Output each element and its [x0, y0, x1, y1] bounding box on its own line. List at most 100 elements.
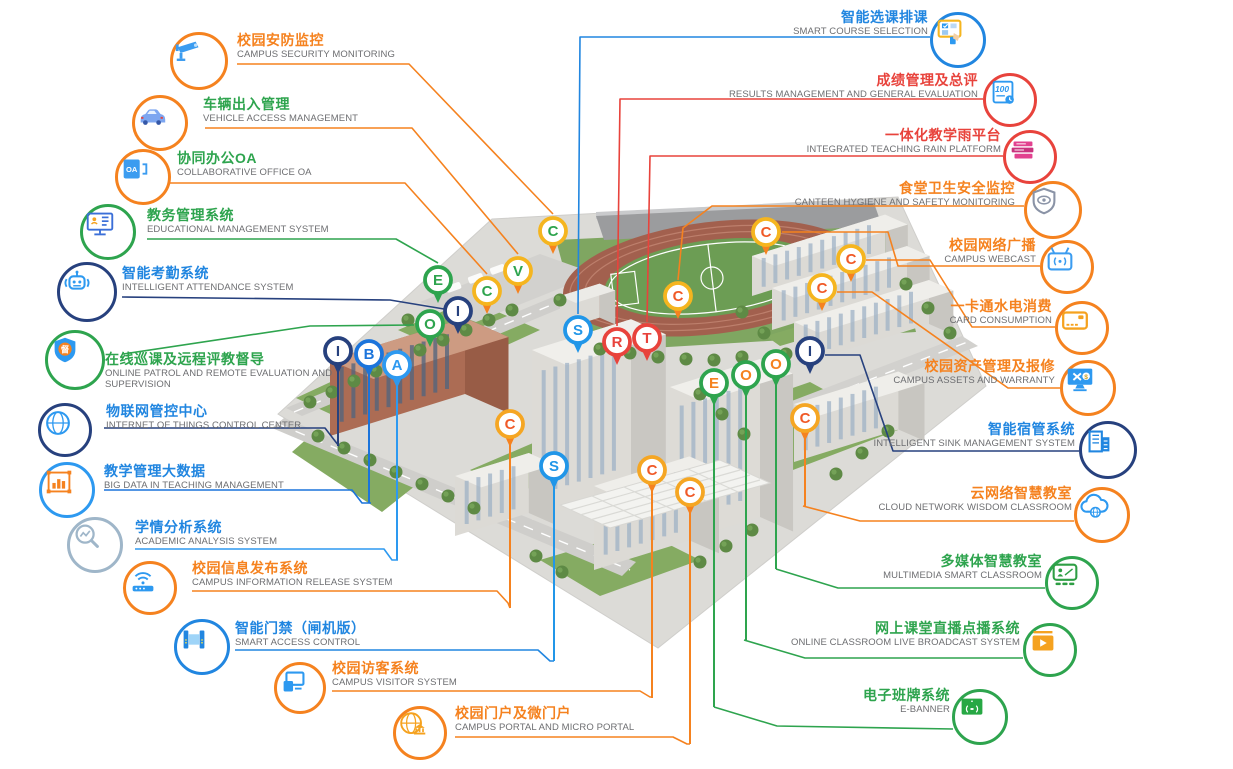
map-pin-academic-analysis: A [382, 350, 412, 560]
map-pin-cloud-classroom: C [790, 403, 820, 506]
parked-cars [445, 264, 506, 293]
pin-letter-canteen-hygiene: C [673, 288, 684, 305]
callout-subtitle-info-release: CAMPUS INFORMATION RELEASE SYSTEM [192, 576, 393, 588]
map-pin-canteen-hygiene: C [663, 281, 693, 319]
callout-title-academic-analysis: 学情分析系统 [135, 519, 222, 535]
callout-circle-campus-webcast [1040, 240, 1094, 294]
callout-title-canteen-hygiene: 食堂卫生安全监控 [899, 180, 1015, 196]
connector-results-management [616, 98, 983, 327]
map-pin-teaching-rain: T [632, 323, 662, 361]
callout-circle-intelligent-attendance [57, 262, 117, 322]
map-pin-big-data: B [354, 339, 384, 503]
connector-campus-webcast [782, 231, 1040, 267]
map-pin-card-consumption: C [836, 244, 866, 282]
callout-circle-smart-access [174, 619, 230, 675]
map-pin-campus-portal: C [675, 477, 705, 744]
connector-smart-access [235, 649, 554, 662]
pin-letter-e-banner: E [709, 375, 719, 392]
callout-subtitle-online-patrol: ONLINE PATROL AND REMOTE EVALUATION AND … [105, 367, 333, 390]
callout-title-campus-webcast: 校园网络广播 [949, 237, 1036, 253]
callout-circle-campus-portal [393, 706, 447, 760]
callout-circle-academic-analysis [67, 517, 123, 573]
pin-letter-cloud-classroom: C [800, 410, 811, 427]
pin-letter-online-patrol: O [424, 316, 436, 333]
callout-subtitle-intelligent-sink: INTELLIGENT SINK MANAGEMENT SYSTEM [873, 437, 1075, 449]
callout-subtitle-cloud-classroom: CLOUD NETWORK WISDOM CLASSROOM [878, 501, 1072, 513]
pin-letter-intelligent-attendance: I [456, 303, 460, 320]
callout-title-teaching-rain: 一体化教学雨平台 [885, 127, 1001, 143]
pin-letter-info-release: C [505, 416, 516, 433]
callout-title-educational-management: 教务管理系统 [147, 207, 234, 223]
map-pin-intelligent-attendance: I [443, 296, 473, 334]
callout-title-campus-visitor: 校园访客系统 [332, 660, 419, 676]
callout-circle-vehicle-access [132, 95, 188, 151]
pin-letter-smart-access: S [549, 458, 559, 475]
callout-title-intelligent-sink: 智能宿管系统 [988, 421, 1075, 437]
callout-circle-intelligent-sink [1079, 421, 1137, 479]
connector-teaching-rain [646, 155, 1003, 323]
callout-subtitle-smart-access: SMART ACCESS CONTROL [235, 636, 361, 648]
callout-subtitle-collaborative-oa: COLLABORATIVE OFFICE OA [177, 166, 312, 178]
pin-letter-multimedia-classroom: O [770, 356, 782, 373]
connector-card-consumption [866, 259, 1055, 328]
connector-educational-management [147, 238, 439, 264]
map-pin-online-broadcast: O [731, 360, 761, 640]
svg-text:100: 100 [995, 84, 1009, 94]
callout-title-iot-control: 物联网管控中心 [106, 403, 208, 419]
map-pin-campus-security: C [538, 216, 568, 254]
callout-title-multimedia-classroom: 多媒体智慧教室 [940, 553, 1042, 569]
callout-title-campus-portal: 校园门户及微门户 [455, 705, 571, 721]
pin-letter-educational-management: E [433, 272, 443, 289]
callout-title-smart-access: 智能门禁（闸机版） [235, 620, 366, 636]
pin-letter-campus-security: C [548, 223, 559, 240]
callout-circle-teaching-rain [1003, 130, 1057, 184]
callout-subtitle-intelligent-attendance: INTELLIGENT ATTENDANCE SYSTEM [122, 281, 294, 293]
callout-title-online-patrol: 在线巡课及远程评教督导 [105, 351, 265, 367]
callout-circle-info-release [123, 561, 177, 615]
pin-letter-course-selection: S [573, 322, 583, 339]
connector-online-broadcast [743, 639, 1023, 659]
map-pin-course-selection: S [563, 315, 593, 353]
callout-subtitle-iot-control: INTERNET OF THINGS CONTROL CENTER [106, 419, 302, 431]
callout-title-campus-assets: 校园资产管理及报修 [924, 358, 1055, 374]
callout-circle-multimedia-classroom [1045, 556, 1099, 610]
callout-title-campus-security: 校园安防监控 [237, 32, 324, 48]
callout-subtitle-academic-analysis: ACADEMIC ANALYSIS SYSTEM [135, 535, 278, 547]
svg-text:OA: OA [126, 165, 138, 174]
connector-info-release [192, 590, 511, 609]
pin-letter-vehicle-access: V [513, 263, 523, 280]
pin-letter-collaborative-oa: C [482, 283, 493, 300]
callout-circle-cloud-classroom [1074, 487, 1130, 543]
callout-subtitle-results-management: RESULTS MANAGEMENT AND GENERAL EVALUATIO… [728, 88, 978, 100]
callout-circle-canteen-hygiene [1024, 181, 1082, 239]
connector-lines [104, 36, 1079, 745]
pin-letter-teaching-rain: T [642, 330, 651, 347]
callout-circle-course-selection [930, 12, 986, 68]
callout-title-results-management: 成绩管理及总评 [876, 72, 978, 88]
callout-circle-campus-visitor [274, 662, 326, 714]
pin-letter-campus-assets: C [817, 280, 828, 297]
callout-subtitle-canteen-hygiene: CANTEEN HYGIENE AND SAFETY MONITORING [794, 196, 1015, 208]
map-pin-intelligent-sink: I [795, 336, 825, 374]
map-pin-collaborative-oa: C [472, 276, 502, 314]
callout-subtitle-campus-visitor: CAMPUS VISITOR SYSTEM [332, 676, 457, 688]
callout-subtitle-vehicle-access: VEHICLE ACCESS MANAGEMENT [203, 112, 359, 124]
map-pin-e-banner: E [699, 368, 729, 707]
connector-academic-analysis [135, 548, 398, 561]
callout-subtitle-online-broadcast: ONLINE CLASSROOM LIVE BROADCAST SYSTEM [790, 636, 1020, 648]
pin-letter-intelligent-sink: I [808, 343, 812, 360]
